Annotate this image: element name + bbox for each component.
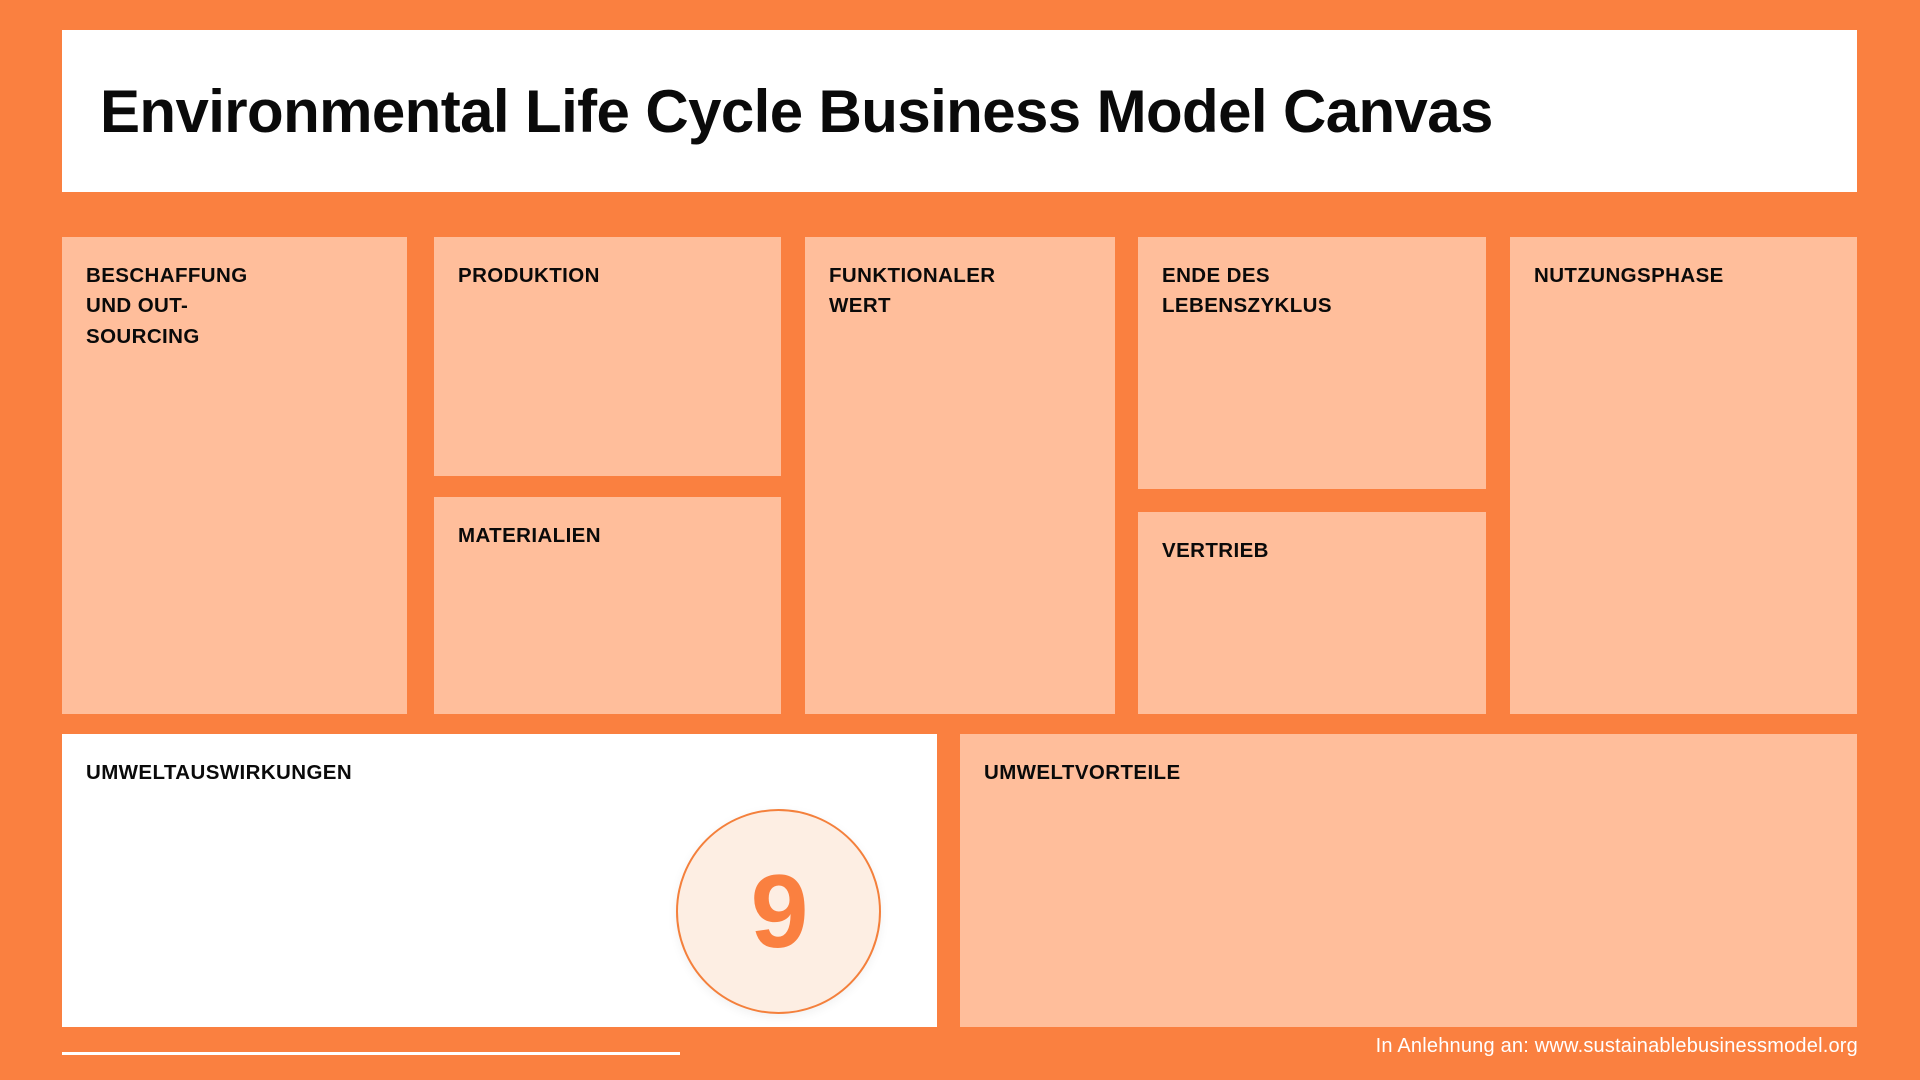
block-nutzungsphase[interactable]: NUTZUNGSPHASE	[1510, 237, 1857, 714]
block-umweltvorteile[interactable]: UMWELTVORTEILE	[960, 734, 1857, 1027]
title-banner: Environmental Life Cycle Business Model …	[62, 30, 1857, 192]
block-beschaffung-und-outsourcing[interactable]: BESCHAFFUNG UND OUT- SOURCING	[62, 237, 407, 714]
footer-divider-rule	[62, 1052, 680, 1055]
block-label-nutzungsphase: NUTZUNGSPHASE	[1534, 264, 1724, 287]
block-label-beschaffung: BESCHAFFUNG UND OUT- SOURCING	[86, 264, 248, 348]
block-produktion[interactable]: PRODUKTION	[434, 237, 781, 476]
number-badge: 9	[676, 809, 881, 1014]
block-label-umweltvorteile: UMWELTVORTEILE	[984, 761, 1181, 784]
block-vertrieb[interactable]: VERTRIEB	[1138, 512, 1486, 714]
block-umweltauswirkungen[interactable]: UMWELTAUSWIRKUNGEN 9	[62, 734, 937, 1027]
number-badge-value: 9	[750, 853, 809, 970]
block-label-funktionaler-wert: FUNKTIONALER WERT	[829, 264, 996, 318]
block-label-umweltauswirkungen: UMWELTAUSWIRKUNGEN	[86, 761, 353, 784]
footer-credit: In Anlehnung an: www.sustainablebusiness…	[1375, 1035, 1858, 1057]
block-ende-des-lebenszyklus[interactable]: ENDE DES LEBENSZYKLUS	[1138, 237, 1486, 489]
block-label-materialien: MATERIALIEN	[458, 524, 601, 547]
block-label-vertrieb: VERTRIEB	[1162, 539, 1269, 562]
block-label-ende-des-lebenszyklus: ENDE DES LEBENSZYKLUS	[1162, 264, 1332, 318]
page-title: Environmental Life Cycle Business Model …	[100, 77, 1493, 145]
block-label-produktion: PRODUKTION	[458, 264, 600, 287]
block-funktionaler-wert[interactable]: FUNKTIONALER WERT	[805, 237, 1115, 714]
block-materialien[interactable]: MATERIALIEN	[434, 497, 781, 714]
